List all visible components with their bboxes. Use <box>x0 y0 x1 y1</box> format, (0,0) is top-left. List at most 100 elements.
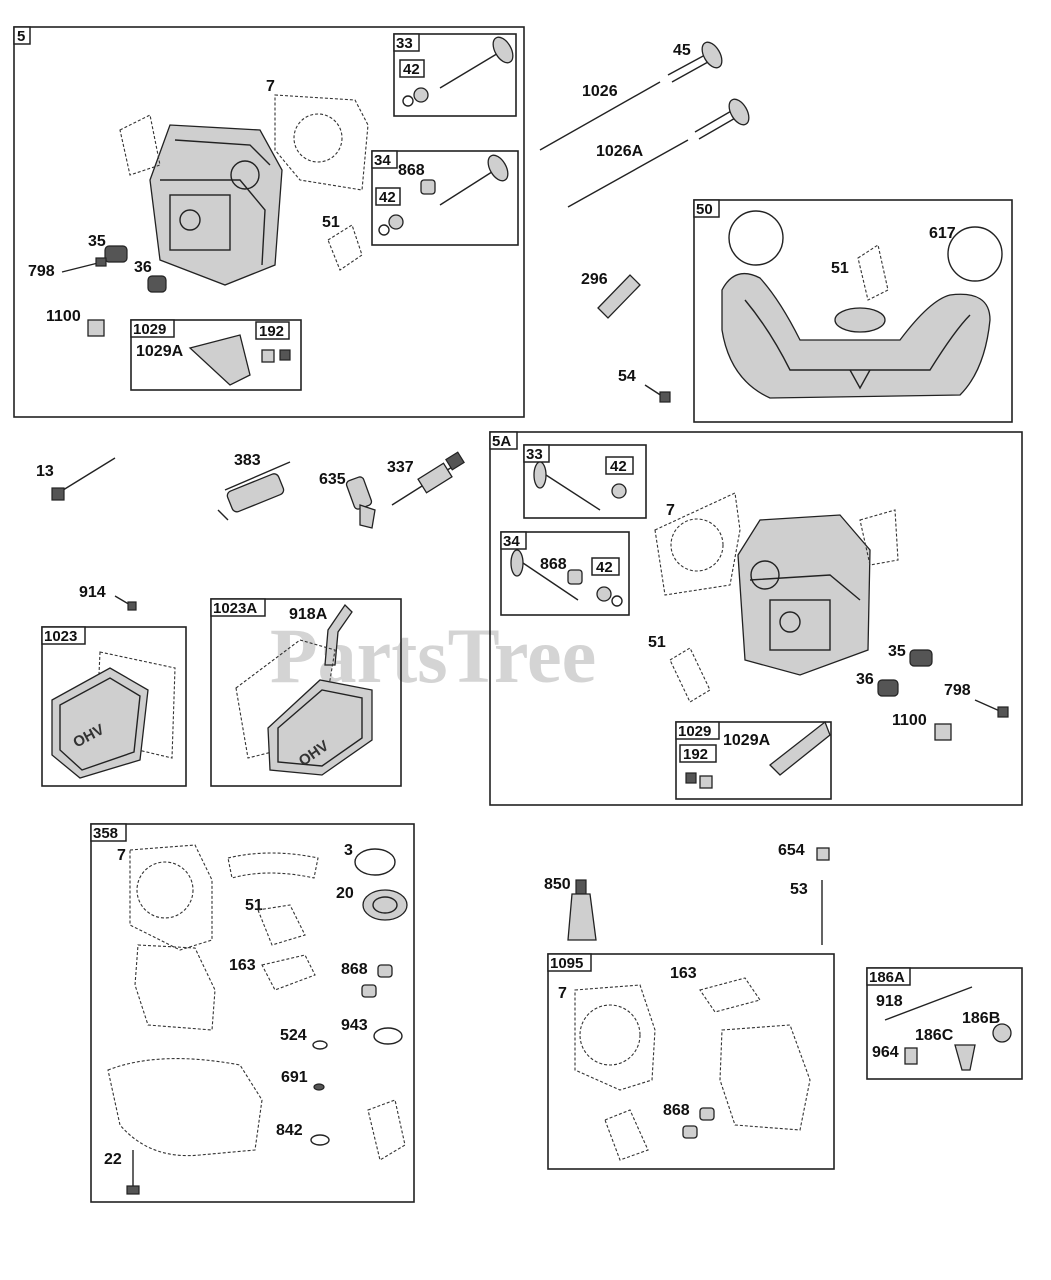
tag-5 <box>13 26 31 45</box>
frame-34b <box>500 531 630 616</box>
seal-868c-1 <box>377 964 393 978</box>
label-36b: 36 <box>856 671 874 688</box>
part-383 <box>217 461 291 521</box>
box-label-50: 50 <box>696 201 713 218</box>
label-296: 296 <box>581 271 608 288</box>
exhaust-gasket-left <box>728 210 784 266</box>
box-label-1023: 1023 <box>44 628 77 645</box>
frame-1023 <box>41 626 187 787</box>
label-654: 654 <box>778 842 805 859</box>
box-label-5A: 5A <box>492 433 511 450</box>
valve-cover-1023: OHV <box>51 667 149 779</box>
nut-192a <box>261 349 275 363</box>
gasket-51d <box>257 904 306 946</box>
label-51b: 51 <box>831 260 849 277</box>
rocker-arm-1029Ab <box>769 720 831 776</box>
gasket-51b <box>857 244 889 301</box>
frame-5A <box>489 431 1023 806</box>
gasket-cover-1095 <box>719 1024 811 1131</box>
gasket-51a <box>327 224 363 271</box>
label-943: 943 <box>341 1017 368 1034</box>
label-868b: 868 <box>540 556 567 573</box>
label-1029Ab: 1029A <box>723 732 771 749</box>
spark-plug-boot-635 <box>345 476 376 529</box>
label-868d: 868 <box>663 1102 690 1119</box>
label-3: 3 <box>344 842 353 859</box>
label-54: 54 <box>618 368 636 385</box>
cylinder-head-5 <box>149 124 283 286</box>
label-1100b: 1100 <box>892 712 927 729</box>
seal-868d-1 <box>699 1107 715 1121</box>
cylinder-head-5A <box>737 514 871 676</box>
oring-524 <box>312 1040 328 1050</box>
frame-1029a <box>130 319 302 391</box>
valve-cover-1023A: OHV <box>267 679 373 776</box>
bolt-13 <box>54 457 116 496</box>
keeper-42b <box>388 214 404 230</box>
box-label-42d: 42 <box>596 559 613 576</box>
seal-20 <box>362 889 408 921</box>
label-51d: 51 <box>245 897 263 914</box>
nut-1100a <box>87 319 105 337</box>
label-918: 918 <box>876 993 903 1010</box>
sealant-tube-850 <box>567 879 597 941</box>
label-1026: 1026 <box>582 83 618 100</box>
gasket-cover-358 <box>134 944 216 1031</box>
nut-1100b <box>934 723 952 741</box>
box-label-42b: 42 <box>379 189 396 206</box>
box-label-34b: 34 <box>503 533 520 550</box>
label-617: 617 <box>929 225 956 242</box>
box-label-186A: 186A <box>869 969 905 986</box>
gasket-163a <box>261 954 316 991</box>
frame-1023A <box>210 598 402 787</box>
head-gasket-7a <box>274 94 369 191</box>
label-7d: 7 <box>558 985 567 1002</box>
seal-868a <box>420 179 436 195</box>
pushrod-1026A <box>567 139 689 208</box>
head-gasket-7b <box>654 492 741 596</box>
label-964: 964 <box>872 1044 899 1061</box>
box-label-192a: 192 <box>259 323 284 340</box>
label-635: 635 <box>319 471 346 488</box>
pushrod-1026 <box>539 81 661 151</box>
gasket-crankcase-358 <box>107 1058 263 1157</box>
frame-33b <box>523 444 647 519</box>
label-7c: 7 <box>117 847 126 864</box>
box-label-5: 5 <box>17 28 25 45</box>
seal-3 <box>354 848 396 876</box>
label-163b: 163 <box>670 965 697 982</box>
valve-1026A-head <box>694 98 750 140</box>
keeper-42a <box>413 87 429 103</box>
frame-50 <box>693 199 1013 423</box>
label-13: 13 <box>36 463 54 480</box>
spring-35a <box>104 245 128 263</box>
group-1095: 1095 7 163 868 <box>547 953 835 1170</box>
box-label-1029a: 1029 <box>133 321 166 338</box>
label-918A: 918A <box>289 606 328 623</box>
label-383: 383 <box>234 452 261 469</box>
group-186A: 186A 918 186B 186C 964 <box>866 967 1023 1080</box>
label-53: 53 <box>790 881 808 898</box>
box-label-42c: 42 <box>610 458 627 475</box>
keeper-42c <box>611 483 627 499</box>
label-7a: 7 <box>266 78 275 95</box>
label-163a: 163 <box>229 957 256 974</box>
frame-33a <box>393 33 517 117</box>
gasket-163b <box>699 977 761 1013</box>
seal-868d-2 <box>682 1125 698 1139</box>
box-label-42a: 42 <box>403 61 420 78</box>
label-524: 524 <box>280 1027 307 1044</box>
box-label-1029b: 1029 <box>678 723 711 740</box>
frame-358 <box>90 823 415 1203</box>
rocker-arm-1029Aa <box>188 334 251 386</box>
stud-192b <box>685 772 697 784</box>
seal-868c-2 <box>361 984 377 998</box>
gasket-small-5 <box>119 114 161 176</box>
seal-868b <box>567 569 583 585</box>
valve-33b <box>533 461 601 511</box>
valve-33a <box>439 36 514 89</box>
label-850: 850 <box>544 876 571 893</box>
exhaust-gasket-617 <box>947 226 1003 282</box>
spring-36b <box>877 679 899 697</box>
spark-plug-337 <box>391 451 465 506</box>
